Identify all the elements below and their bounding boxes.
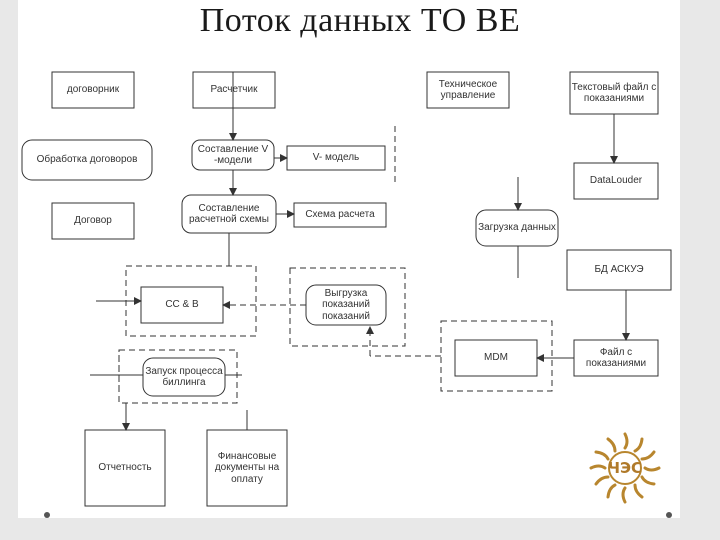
slide-frame-right [680, 0, 720, 540]
sun-logo-icon [589, 432, 661, 504]
label-zapusk-billinga: Запуск процесса биллинга [145, 365, 223, 389]
corner-dot-right [666, 512, 672, 518]
label-zagruzka-dannyh: Загрузка данных [478, 222, 556, 234]
label-vygruzka: Выгрузка показаний показаний [322, 287, 370, 322]
label-otchetnost: Отчетность [98, 462, 152, 474]
slide-title: Поток данных ТО ВЕ [199, 2, 521, 39]
slide-frame-bottom [0, 518, 720, 540]
slide-frame-left [0, 0, 18, 540]
label-mdm: MDM [484, 352, 508, 364]
label-obrabotka-dogovorov: Обработка договоров [36, 154, 138, 166]
group-vygruzka [289, 267, 406, 347]
label-datalouder: DataLouder [589, 175, 643, 187]
label-v-model: V- модель [312, 152, 360, 164]
label-sostavlenie-schemy: Составление расчетной схемы [189, 202, 269, 226]
box-obrabotka-dogovorov [21, 139, 153, 181]
company-logo: ЧЭС [585, 428, 665, 508]
label-bd-askue: БД АСКУЭ [594, 264, 644, 276]
box-zapusk-billinga [142, 357, 226, 397]
label-tech-upravlenie: Техническое управление [438, 78, 498, 102]
label-dogovor: Договор [74, 215, 112, 227]
box-bd-askue [566, 249, 672, 291]
box-tech-upravlenie [426, 71, 510, 109]
box-dogovorniki [51, 71, 135, 109]
group-mdm [440, 320, 553, 392]
logo-text: ЧЭС [607, 459, 643, 477]
label-dogovorniki: договорник [66, 84, 120, 96]
label-ccb: CC & B [165, 299, 199, 311]
label-text-file: Текстовый файл с показаниями [571, 81, 657, 105]
label-file-pokazaniya: Файл с показаниями [585, 346, 647, 370]
label-schema-rascheta: Схема расчета [305, 209, 375, 221]
box-raschetchik [192, 71, 276, 109]
corner-dot-left [44, 512, 50, 518]
label-sostavlenie-v-modeli: Составление V -модели [197, 143, 269, 167]
label-fin-docs: Финансовые документы на оплату [214, 450, 280, 485]
box-dogovor [51, 202, 135, 240]
label-raschetchik: Расчетчик [210, 84, 258, 96]
